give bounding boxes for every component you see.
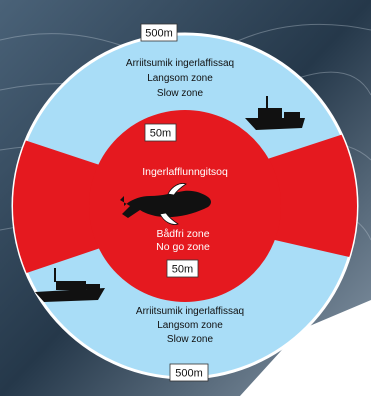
inner-radius-tag-top: 50m	[145, 124, 176, 141]
svg-text:50m: 50m	[172, 264, 193, 276]
svg-text:Slow zone: Slow zone	[157, 88, 204, 99]
svg-text:Slow zone: Slow zone	[167, 334, 214, 345]
svg-text:50m: 50m	[150, 128, 171, 140]
svg-text:500m: 500m	[145, 28, 173, 40]
svg-text:Langsom zone: Langsom zone	[147, 73, 213, 84]
svg-text:Langsom zone: Langsom zone	[157, 320, 223, 331]
outer-radius-tag-top: 500m	[141, 24, 177, 41]
svg-text:500m: 500m	[175, 368, 203, 380]
outer-radius-tag-bottom: 500m	[170, 364, 208, 381]
no-go-zone-label-english: No go zone	[156, 241, 210, 253]
no-go-zone-label-danish: Bådfri zone	[156, 228, 209, 240]
no-go-zone-label-greenlandic: Ingerlafflunngitsoq	[142, 166, 228, 178]
inner-radius-tag-bottom: 50m	[167, 260, 198, 277]
svg-text:Arriitsumik ingerlaffissaq: Arriitsumik ingerlaffissaq	[126, 58, 234, 69]
svg-text:Arriitsumik ingerlaffissaq: Arriitsumik ingerlaffissaq	[136, 306, 244, 317]
